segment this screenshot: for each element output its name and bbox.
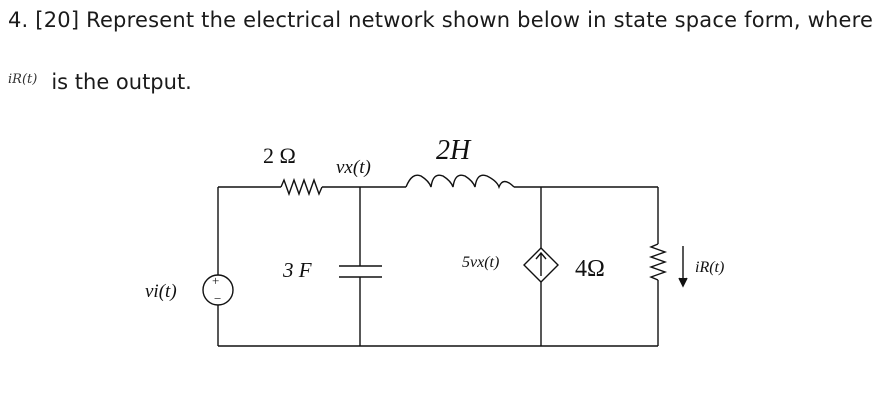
resistor-4ohm xyxy=(648,243,668,281)
label-3f: 3 F xyxy=(282,258,312,282)
label-vi: vi(t) xyxy=(145,281,177,302)
question-text-2: iR(t) is the output. xyxy=(8,70,192,94)
label-4ohm: 4Ω xyxy=(575,256,605,282)
resistor-2ohm xyxy=(280,177,323,197)
label-2ohm: 2 Ω xyxy=(263,143,296,168)
inductor-2h xyxy=(405,174,515,190)
dep-source-arrow xyxy=(535,251,547,276)
question-text: 4. [20] Represent the electrical network… xyxy=(8,8,874,32)
label-ir: iR(t) xyxy=(695,259,724,276)
voltage-source-circle xyxy=(202,274,234,306)
source-plus: + xyxy=(212,273,219,288)
label-vx: vx(t) xyxy=(336,157,371,178)
label-2h: 2H xyxy=(436,135,472,166)
source-minus: − xyxy=(214,291,221,306)
output-symbol: iR(t) xyxy=(8,72,38,87)
current-arrowhead xyxy=(678,277,688,288)
label-5vx: 5vx(t) xyxy=(462,254,499,271)
question-text-2-rest: is the output. xyxy=(51,70,192,94)
